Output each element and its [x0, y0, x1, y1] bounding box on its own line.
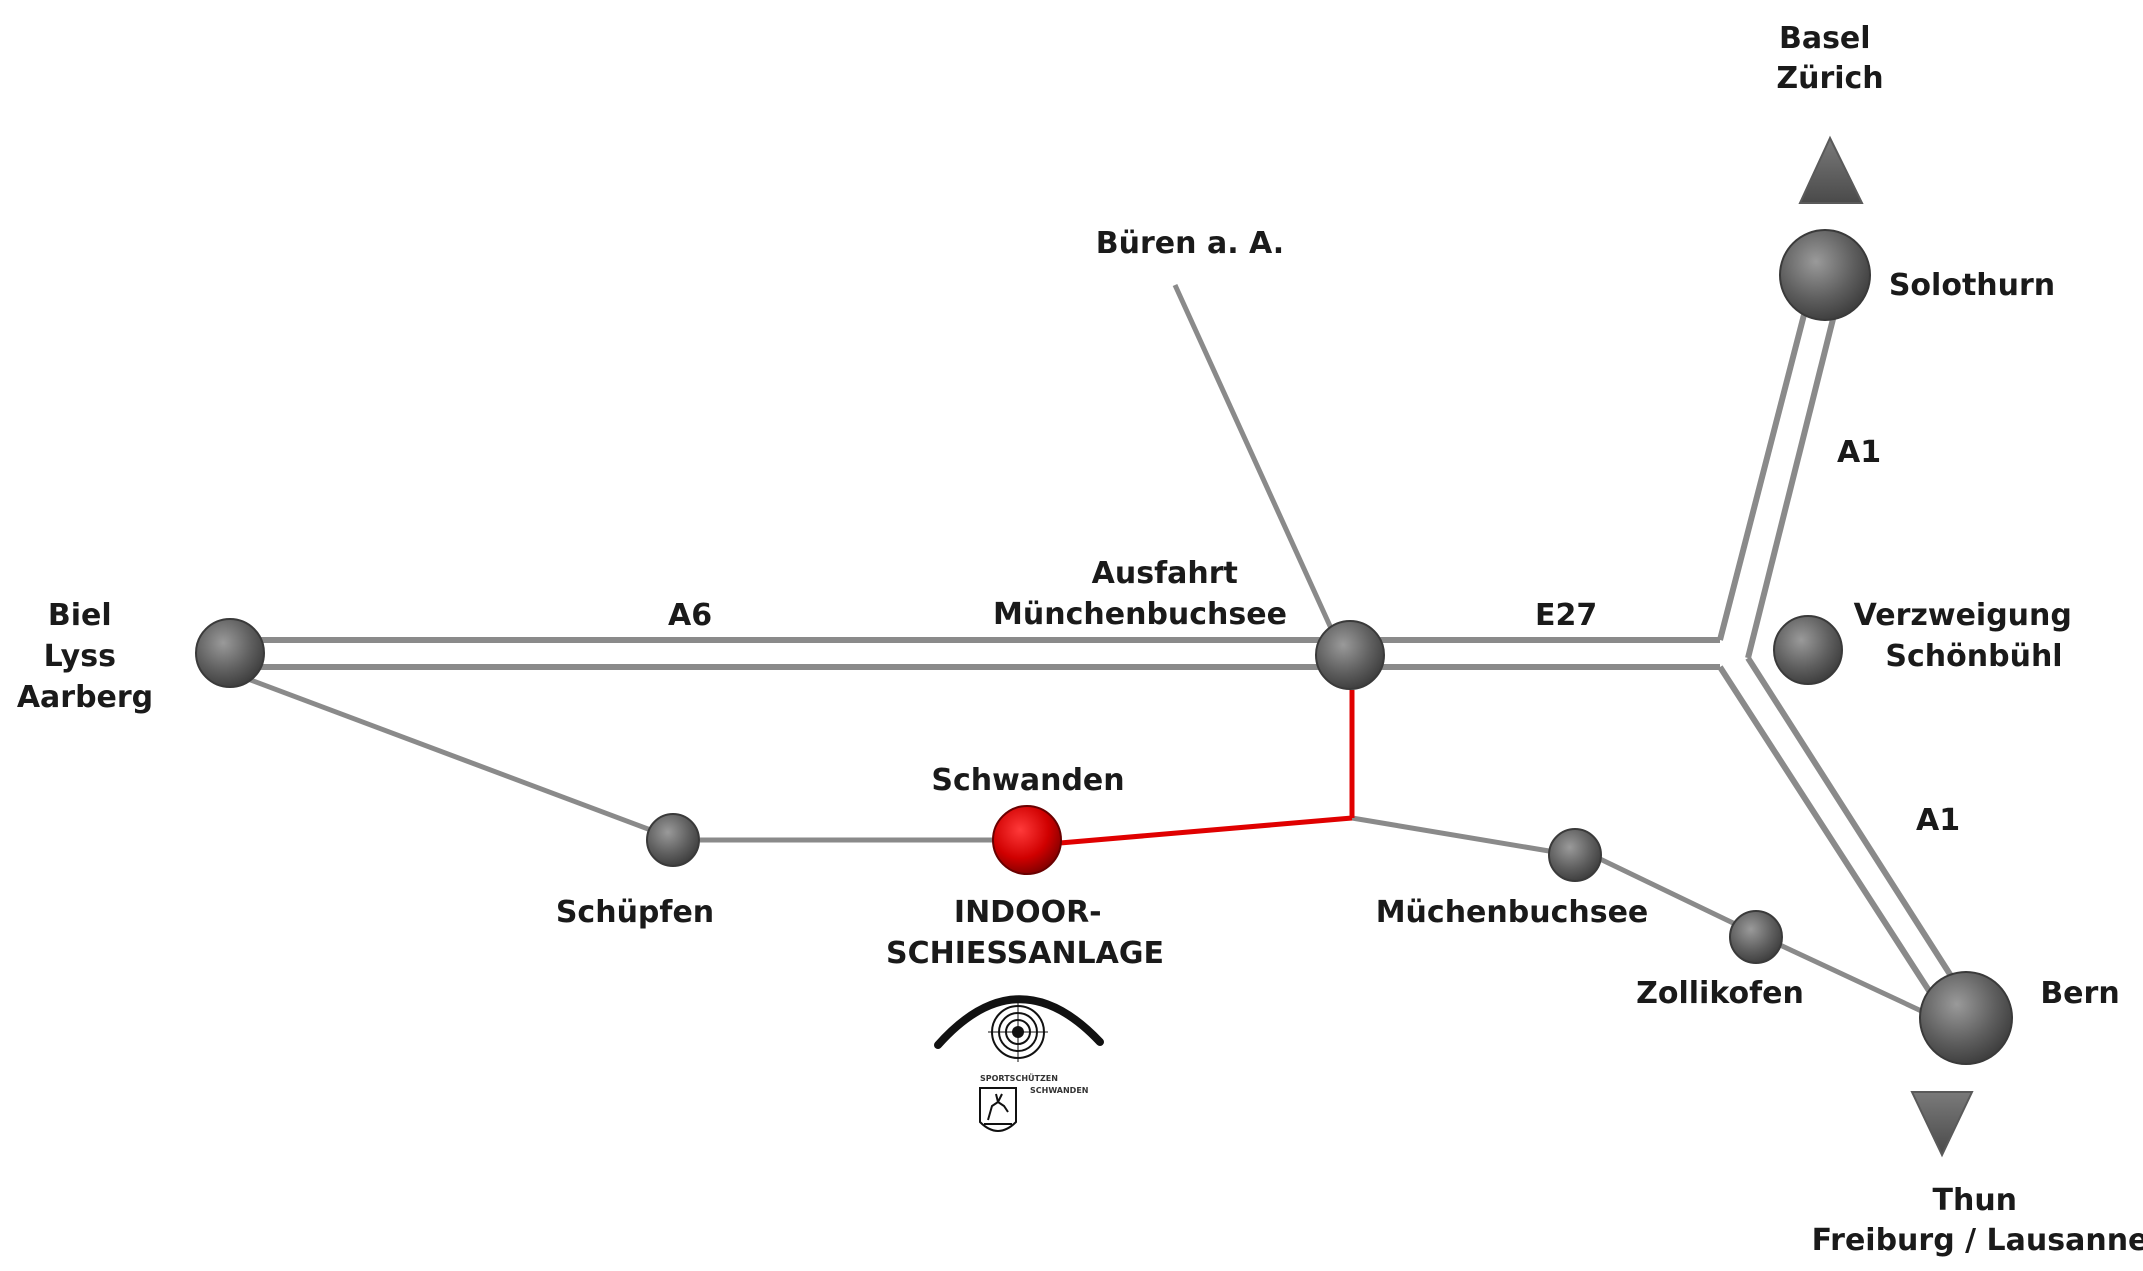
road-bueren: [1172, 283, 1338, 639]
road-label-a6: A6: [668, 598, 712, 633]
label-thun-freiburg-lausanne: Thun Freiburg / Lausanne: [1812, 1183, 2143, 1258]
route-to-indoor-range: [1059, 690, 1355, 846]
node-ausfahrt-muenchenbuchsee: [1315, 620, 1385, 690]
node-schwanden: [992, 805, 1062, 875]
label-basel-zuerich: Basel Zürich: [1776, 21, 1883, 96]
label-bern: Bern: [2040, 976, 2119, 1011]
label-solothurn: Solothurn: [1889, 268, 2055, 303]
road-junction-muechenbuchsee: [1351, 815, 1556, 855]
label-ausfahrt: Ausfahrt Münchenbuchsee: [993, 556, 1287, 632]
node-solothurn: [1779, 229, 1871, 321]
road-a1-north: [1717, 306, 1839, 659]
road-label-a1-south: A1: [1916, 803, 1960, 838]
road-label-a1-north: A1: [1837, 435, 1881, 470]
label-verzweigung: Verzweigung Schönbühl: [1854, 598, 2083, 674]
road-muechenbuchsee-zollikofen: [1596, 855, 1760, 938]
north-arrow-icon: [1798, 135, 1864, 204]
label-zollikofen: Zollikofen: [1636, 976, 1804, 1011]
road-a6: [230, 637, 1350, 670]
coat-of-arms-icon: [979, 1087, 1017, 1132]
road-label-e27: E27: [1535, 598, 1597, 633]
south-arrow-icon: [1910, 1091, 1974, 1158]
club-logo: SPORTSCHÜTZEN SCHWANDEN: [934, 995, 1104, 1132]
road-a1-south: [1717, 656, 1963, 1002]
label-schwanden: Schwanden: [931, 763, 1124, 798]
node-muechenbuchsee: [1548, 828, 1602, 882]
label-bueren: Büren a. A.: [1096, 226, 1284, 261]
node-verzweigung-schoenbuehl: [1773, 615, 1843, 685]
label-biel: Biel Lyss Aarberg: [17, 598, 153, 715]
label-indoor-range: INDOOR- SCHIESSANLAGE: [886, 895, 1164, 971]
logo-text-schwanden: SCHWANDEN: [1030, 1086, 1088, 1095]
target-icon: [988, 1002, 1048, 1062]
node-biel: [195, 618, 265, 688]
road-biel-schuepfen: [231, 670, 673, 841]
road-e27: [1350, 637, 1720, 670]
label-muechenbuchsee: Müchenbuchsee: [1376, 895, 1649, 930]
road-zollikofen-bern: [1778, 942, 1932, 1018]
node-bern: [1919, 971, 2013, 1065]
node-schuepfen: [646, 813, 700, 867]
label-schuepfen: Schüpfen: [556, 895, 714, 930]
node-zollikofen: [1729, 910, 1783, 964]
logo-text-sportschuetzen: SPORTSCHÜTZEN: [980, 1073, 1058, 1083]
